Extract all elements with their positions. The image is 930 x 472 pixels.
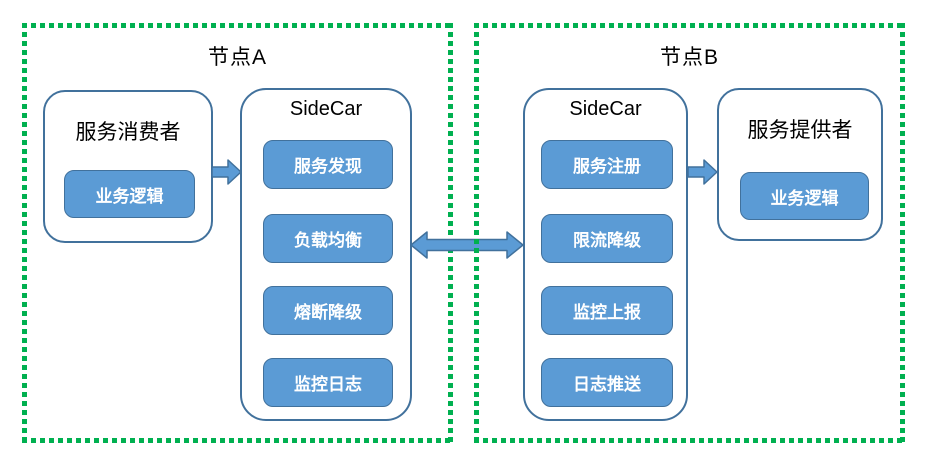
sidecar-a-feature-box: 监控日志 xyxy=(263,358,393,407)
service-consumer-title: 服务消费者 xyxy=(75,121,181,144)
consumer-business-logic-box: 业务逻辑 xyxy=(64,170,195,218)
sidecar-a-feature-box: 熔断降级 xyxy=(263,286,393,335)
sidecar-b-feature-box: 监控上报 xyxy=(541,286,673,335)
service-provider-title: 服务提供者 xyxy=(747,119,853,142)
arrow-sidecar-to-provider xyxy=(687,159,718,185)
node-a-title: 节点A xyxy=(207,46,267,69)
provider-business-logic-box: 业务逻辑 xyxy=(740,172,869,220)
arrow-consumer-to-sidecar xyxy=(211,159,242,185)
sidecar-a-feature-box: 负载均衡 xyxy=(263,214,393,263)
sidecar-b-feature-box: 限流降级 xyxy=(541,214,673,263)
sidecar-b-feature-box: 日志推送 xyxy=(541,358,673,407)
sidecar-a-feature-box: 服务发现 xyxy=(263,140,393,189)
node-b-title: 节点B xyxy=(659,46,719,69)
service-consumer-container: 服务消费者 业务逻辑 xyxy=(43,90,213,243)
service-provider-container: 服务提供者 业务逻辑 xyxy=(717,88,883,241)
sidecar-a-title: SideCar xyxy=(289,98,363,120)
sidecar-b-feature-box: 服务注册 xyxy=(541,140,673,189)
sidecar-a-container: SideCar 服务发现 负载均衡 熔断降级 监控日志 xyxy=(240,88,412,421)
sidecar-b-title: SideCar xyxy=(569,98,642,120)
sidecar-b-container: SideCar 服务注册 限流降级 监控上报 日志推送 xyxy=(523,88,688,421)
